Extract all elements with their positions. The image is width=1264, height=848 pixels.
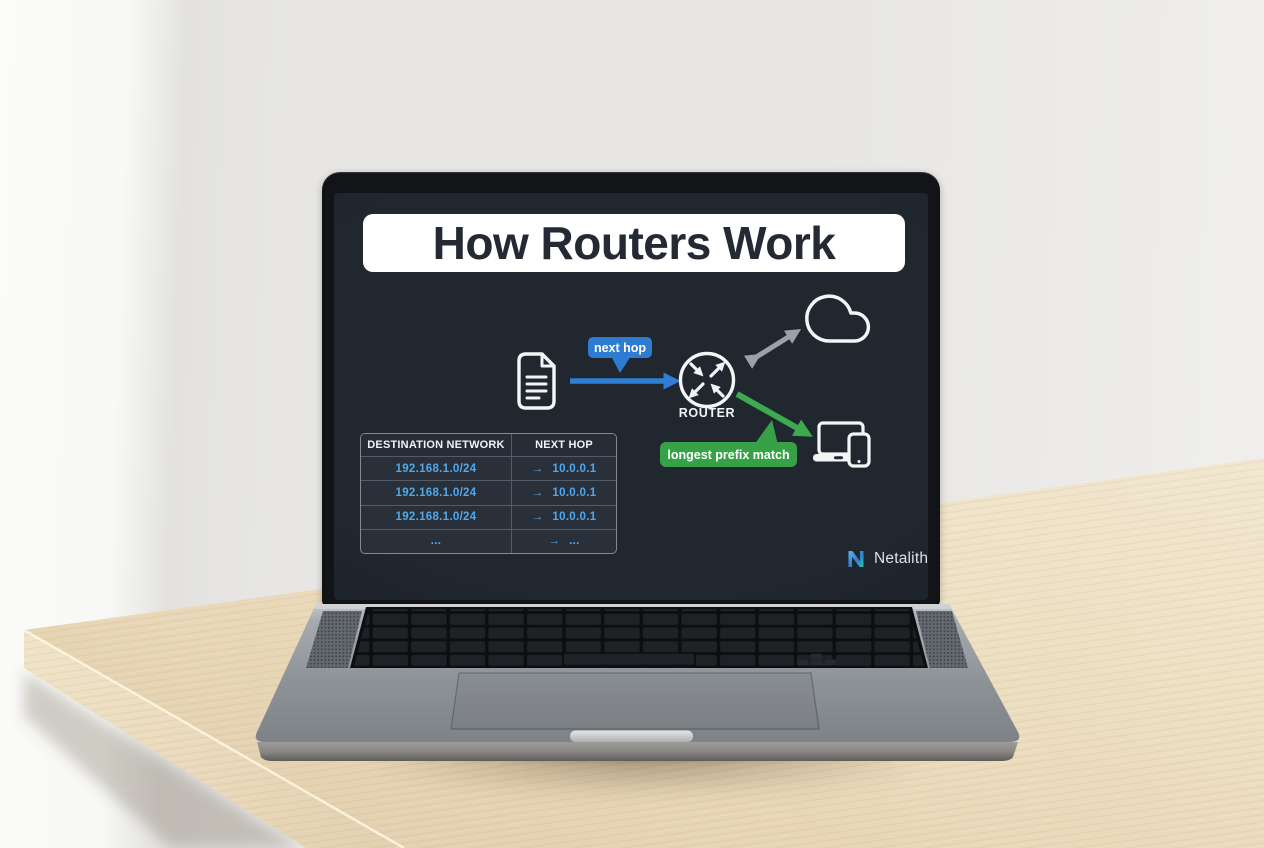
table-row: ... →...	[361, 528, 616, 553]
laptop-lid: How Routers Work next hop ROUTER longest…	[322, 172, 940, 608]
laptop-phone-icon	[813, 421, 871, 468]
destination-cell: 192.168.1.0/24	[395, 462, 477, 475]
speaker-grille-right	[916, 611, 968, 668]
next-hop-bubble: next hop	[588, 337, 652, 358]
netalith-logo-icon	[848, 551, 864, 567]
routing-table-header: DESTINATION NETWORK NEXT HOP	[361, 434, 616, 456]
longest-prefix-bubble-label: longest prefix match	[667, 447, 790, 462]
destination-cell: 192.168.1.0/24	[395, 511, 477, 524]
next-hop-cell: 10.0.0.1	[552, 511, 597, 524]
brand-name: Netalith	[874, 550, 928, 567]
next-hop-cell: ...	[569, 535, 580, 548]
column-header-next-hop: NEXT HOP	[535, 439, 593, 451]
table-row: 192.168.1.0/24 → 10.0.0.1	[361, 456, 616, 481]
longest-prefix-bubble: longest prefix match	[660, 442, 797, 467]
laptop-screen: How Routers Work next hop ROUTER longest…	[334, 193, 928, 600]
brand-logo: Netalith	[844, 547, 928, 571]
destination-cell: ...	[430, 535, 442, 548]
keyboard	[350, 607, 928, 668]
arrow-glyph: →	[548, 535, 561, 548]
spacebar-key	[564, 653, 694, 665]
next-hop-cell: 10.0.0.1	[552, 486, 597, 499]
laptop-contact-shadow	[256, 740, 1026, 766]
router-label: ROUTER	[678, 406, 736, 420]
longest-prefix-arrow	[735, 391, 813, 437]
title-banner: How Routers Work	[363, 214, 905, 272]
internet-link-arrow	[743, 329, 802, 369]
arrow-glyph: →	[531, 462, 544, 475]
column-header-destination: DESTINATION NETWORK	[367, 439, 505, 451]
routing-table: DESTINATION NETWORK NEXT HOP 192.168.1.0…	[360, 433, 617, 554]
next-hop-bubble-tail	[611, 356, 631, 373]
table-row: 192.168.1.0/24 → 10.0.0.1	[361, 480, 616, 505]
next-hop-bubble-label: next hop	[593, 340, 647, 355]
speaker-grille-left	[306, 611, 362, 668]
table-row: 192.168.1.0/24 → 10.0.0.1	[361, 504, 616, 529]
next-hop-cell: 10.0.0.1	[552, 462, 597, 475]
arrow-glyph: →	[531, 511, 544, 524]
router-icon	[678, 351, 736, 409]
arrow-glyph: →	[531, 486, 544, 499]
cloud-icon	[805, 294, 871, 343]
slide-title: How Routers Work	[432, 217, 836, 269]
document-icon	[517, 352, 556, 410]
destination-cell: 192.168.1.0/24	[395, 486, 477, 499]
